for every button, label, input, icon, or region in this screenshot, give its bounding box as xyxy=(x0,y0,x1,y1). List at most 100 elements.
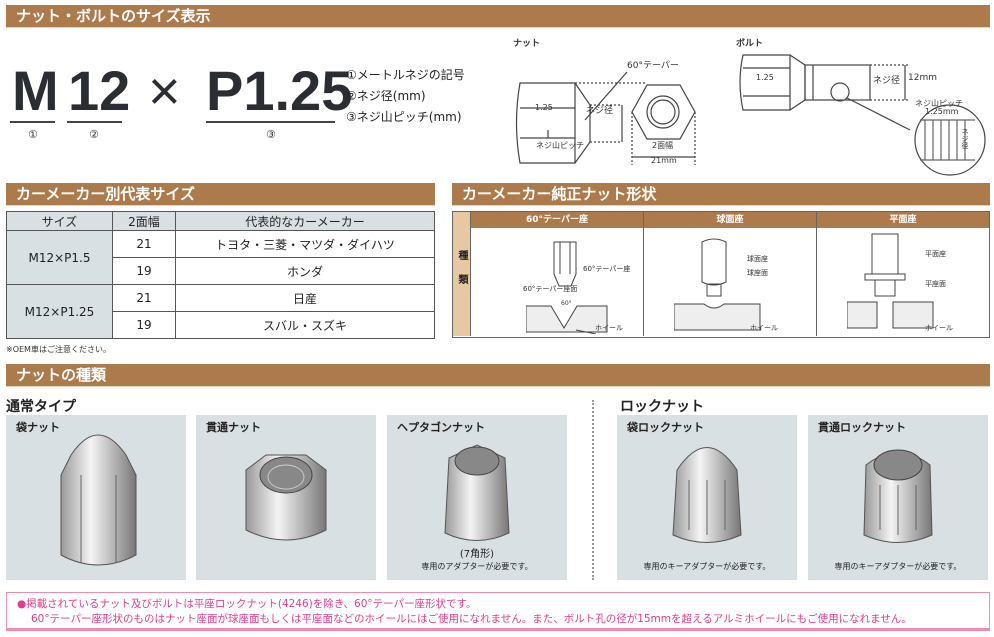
mark-1: ① xyxy=(28,128,38,141)
legend-item: ③ネジ山ピッチ(mm) xyxy=(346,110,462,124)
section-header-genuine-shapes: カーメーカー純正ナット形状 xyxy=(452,183,990,206)
divider xyxy=(592,400,594,580)
section-header-nut-types: ナットの種類 xyxy=(6,364,990,387)
bolt-diagram-title: ボルト xyxy=(736,39,764,49)
underline xyxy=(10,121,55,123)
legend-item: ①メートルネジの記号 xyxy=(346,68,465,82)
mark-3: ③ xyxy=(266,128,276,141)
wheel-label: ホイール xyxy=(595,324,623,332)
adapter-note: 専用のアダプターが必要です。 xyxy=(421,562,533,571)
header-makers: 代表的なカーメーカー xyxy=(175,211,435,231)
column-title: 60°テーパー座 xyxy=(471,212,643,228)
bolt-diameter-value: 12mm xyxy=(908,73,937,83)
card-title: ヘプタゴンナット xyxy=(397,421,485,434)
nut-thread-dia-label: ネジ径 xyxy=(586,106,614,116)
underline xyxy=(67,121,122,123)
card-through-nut: 貫通ナット xyxy=(196,415,376,580)
through-nut-image xyxy=(245,454,327,541)
thread-diameter: 12 xyxy=(68,59,131,122)
oem-note: ※OEM車はご注意ください。 xyxy=(6,345,111,354)
key-adapter-note: 専用のキーアダプターが必要です。 xyxy=(643,562,771,571)
bolt-pitch-value: 1.25 xyxy=(756,73,774,82)
section-header-maker-sizes: カーメーカー別代表サイズ xyxy=(6,183,435,206)
seat-label: 球面座 xyxy=(747,255,768,263)
seat-shape-table: 種類 60°テーパー座 60°テーパー座 60°テーパー座面 60° ホイール … xyxy=(452,211,990,338)
notation-legend: ①メートルネジの記号 ②ネジ径(mm) ③ネジ山ピッチ(mm) xyxy=(346,65,465,128)
wheel-label: ホイール xyxy=(750,324,778,332)
makers-cell: 日産 xyxy=(175,284,435,312)
makers-cell: ホンダ xyxy=(175,257,435,285)
seat-face-label: 平座面 xyxy=(925,280,946,288)
column-title: 平面座 xyxy=(817,212,989,228)
spherical-seat-diagram xyxy=(674,238,761,331)
section-header-size-display: ナット・ボルトのサイズ表示 xyxy=(6,5,990,28)
seat-face-label: 球座面 xyxy=(747,269,768,277)
width-cell: 21 xyxy=(112,284,176,312)
footer-line: 60°テーパー座形状のものはナット座面が球座面もしくは平座面などのホイールにはご… xyxy=(31,613,912,625)
width-across-flats-label: 2面幅 xyxy=(652,141,674,150)
taper-label: 60°テーパー xyxy=(627,61,679,71)
nut-pitch-label: ネジ山ピッチ xyxy=(536,141,584,150)
card-through-lock-nut: 貫通ロックナット 専用のキーアダプターが必要です。 xyxy=(808,415,988,580)
bolt-pitch-mm: 1.25mm xyxy=(925,107,959,116)
metric-symbol: M xyxy=(12,59,59,122)
angle-label: 60° xyxy=(561,300,572,307)
side-label: 種類 xyxy=(453,212,470,336)
times-sign: × xyxy=(148,59,181,122)
card-title: 貫通ロックナット xyxy=(818,421,906,434)
card-title: 貫通ナット xyxy=(206,421,261,434)
makers-cell: トヨタ・三菱・マツダ・ダイハツ xyxy=(175,230,435,258)
nut-pitch-value: 1.25 xyxy=(535,103,553,112)
bolt-side-label: ネジ径 xyxy=(961,128,969,149)
seat-label: 平面座 xyxy=(925,250,946,258)
column-flat: 平面座 平面座 平座面 ホイール xyxy=(816,212,989,336)
through-lock-nut-image xyxy=(863,449,933,543)
underline xyxy=(206,121,335,123)
wheel-label: ホイール xyxy=(925,324,953,332)
side-label-text: 種類 xyxy=(456,250,467,298)
heptagon-nut-image xyxy=(444,444,510,541)
header-width: 2面幅 xyxy=(112,211,176,231)
width-cell: 19 xyxy=(112,257,176,285)
normal-type-title: 通常タイプ xyxy=(6,399,76,415)
footer-note: ●掲載されているナット及びボルトは平座ロックナット(4246)を除き、60°テー… xyxy=(6,592,990,631)
size-cell: M12×P1.5 xyxy=(6,230,113,285)
seat-label: 60°テーパー座 xyxy=(583,265,631,273)
taper-seat-diagram xyxy=(526,241,608,334)
width-across-flats-value: 21mm xyxy=(651,156,677,165)
size-cell: M12×P1.25 xyxy=(6,284,113,339)
column-title: 球面座 xyxy=(644,212,816,228)
width-cell: 21 xyxy=(112,230,176,258)
header-size: サイズ xyxy=(6,211,113,231)
bag-nut-image xyxy=(60,434,137,566)
legend-item: ②ネジ径(mm) xyxy=(346,89,426,103)
bag-lock-nut-image xyxy=(672,447,742,543)
bolt-thread-dia-label: ネジ径 xyxy=(873,76,901,86)
card-title: 袋ロックナット xyxy=(627,421,704,434)
card-bag-nut: 袋ナット xyxy=(6,415,186,580)
heptagon-label: (7角形) xyxy=(459,549,495,560)
seat-face-label: 60°テーパー座面 xyxy=(523,285,578,293)
column-taper: 60°テーパー座 60°テーパー座 60°テーパー座面 60° ホイール xyxy=(470,212,643,336)
mark-2: ② xyxy=(89,128,99,141)
footer-line: ●掲載されているナット及びボルトは平座ロックナット(4246)を除き、60°テー… xyxy=(17,598,477,610)
column-spherical: 球面座 球面座 球座面 ホイール xyxy=(643,212,816,336)
nut-diagram xyxy=(515,71,696,165)
thread-pitch: P1.25 xyxy=(206,59,353,122)
bolt-diagram xyxy=(739,54,986,176)
nut-diagram-title: ナット xyxy=(513,39,541,49)
lock-nut-title: ロックナット xyxy=(620,399,704,415)
card-bag-lock-nut: 袋ロックナット 専用のキーアダプターが必要です。 xyxy=(617,415,797,580)
width-cell: 19 xyxy=(112,311,176,339)
bolt-pitch-label: ネジ山ピッチ xyxy=(915,99,963,108)
makers-cell: スバル・スズキ xyxy=(175,311,435,339)
key-adapter-note: 専用のキーアダプターが必要です。 xyxy=(834,562,962,571)
flat-seat-diagram xyxy=(847,233,934,329)
card-title: 袋ナット xyxy=(16,421,60,434)
